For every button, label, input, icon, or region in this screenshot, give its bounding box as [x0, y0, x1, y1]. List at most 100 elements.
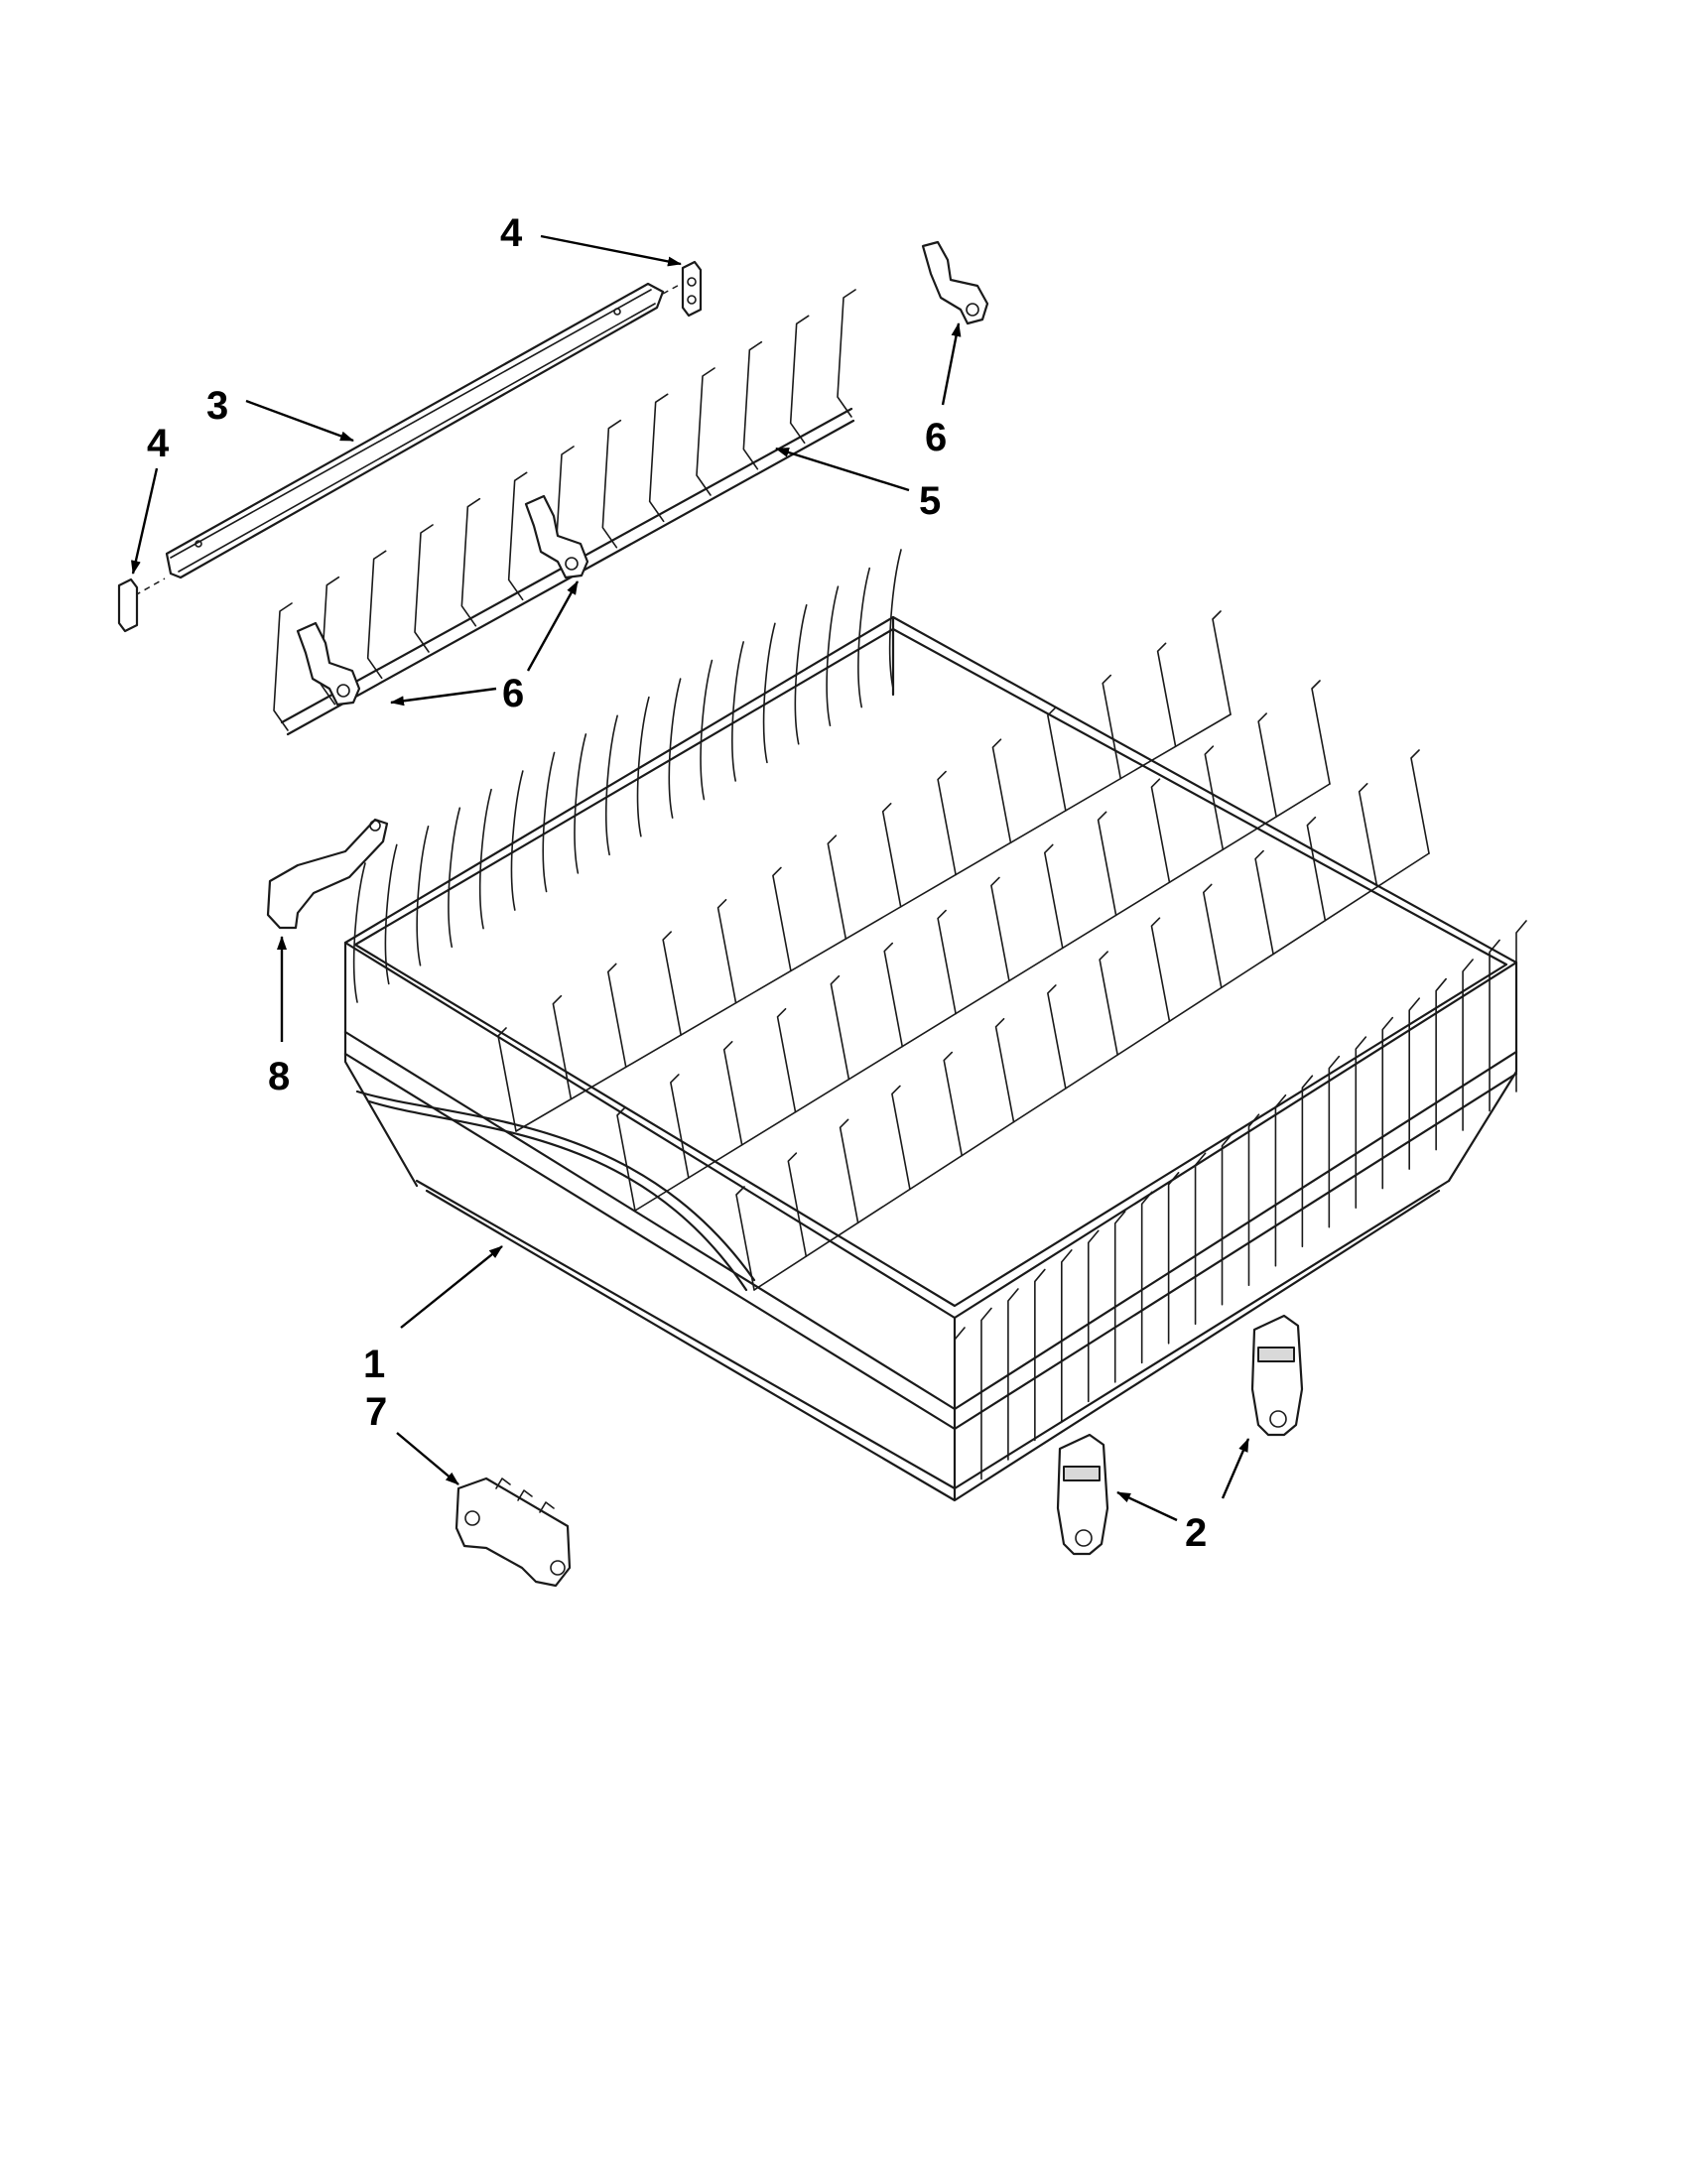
callout-leaders	[130, 234, 1250, 1522]
rack-tine	[448, 807, 461, 949]
rack-tine	[776, 1007, 797, 1113]
tine	[320, 576, 340, 706]
leader-6-low	[390, 687, 497, 707]
rack-tine	[497, 1027, 517, 1132]
rack-tine	[731, 641, 744, 782]
rack-tine	[616, 1106, 636, 1212]
tine-hinge-clip-middle	[524, 494, 589, 579]
callout-numbers: 4 3 4 6 5 6 8 1 7 2	[147, 211, 1207, 1555]
rack-adjuster-bracket	[454, 1477, 572, 1588]
rack-tine	[888, 549, 902, 690]
rack-tine	[1410, 749, 1430, 854]
rack-tine	[1306, 816, 1327, 922]
rack-tine	[881, 803, 902, 908]
rack-tine	[1140, 1191, 1153, 1364]
rack-tine	[787, 1152, 808, 1257]
tine-support-rail	[134, 281, 686, 596]
rack-tine	[830, 974, 850, 1081]
rack-tine	[857, 567, 871, 708]
rack-tine	[943, 1051, 964, 1157]
rack-tine	[1221, 1132, 1234, 1306]
rack-tine	[1204, 745, 1225, 850]
rail-end-cap-left	[117, 578, 139, 633]
rack-tine	[606, 963, 627, 1069]
tine	[789, 315, 810, 445]
rack-tine	[574, 733, 587, 874]
callout-6-top: 6	[925, 416, 947, 459]
rack-tine	[700, 659, 714, 801]
callout-3: 3	[206, 384, 228, 428]
rack-tine	[1301, 1075, 1314, 1247]
rack-tine	[478, 788, 492, 930]
callout-4-left: 4	[147, 422, 170, 465]
rack-tine	[1202, 883, 1223, 989]
rack-tine	[1515, 920, 1527, 1092]
rack-tine	[352, 862, 366, 1003]
rack-tine	[1113, 1211, 1126, 1383]
rack-tine	[716, 898, 737, 1004]
leader-1	[400, 1245, 503, 1329]
leader-4-top	[540, 234, 682, 267]
tine-hinge-clip-lower	[296, 621, 361, 707]
rack-tine	[1150, 917, 1171, 1023]
rack-tine	[1408, 997, 1420, 1170]
rack-tine	[1156, 642, 1177, 748]
rack-tine	[542, 751, 556, 893]
rack-tine	[772, 866, 792, 972]
rack-tine	[1311, 680, 1331, 785]
side-latch-lever	[266, 818, 389, 930]
rack-tines-center	[497, 610, 1430, 1291]
rack-tine	[1087, 1229, 1100, 1403]
tine	[273, 602, 293, 731]
callout-4-top: 4	[500, 211, 523, 255]
rack-tine	[735, 1186, 755, 1291]
rack-tine	[1047, 984, 1067, 1090]
rack-tine	[762, 622, 776, 764]
rack-tine	[990, 876, 1010, 982]
rack-tine	[1150, 778, 1171, 884]
tine-hinge-clip-upper	[921, 240, 989, 325]
tine	[648, 393, 669, 523]
leader-2-left	[1116, 1490, 1178, 1522]
rack-tine	[662, 931, 682, 1036]
tine	[366, 550, 387, 680]
rack-tine	[1358, 783, 1378, 888]
rack-tine	[1102, 674, 1122, 780]
rack-tine	[1489, 939, 1500, 1112]
leader-5	[775, 447, 910, 492]
rack-tine	[1274, 1093, 1287, 1267]
rack-tine	[794, 603, 808, 745]
rack-tine	[510, 770, 524, 911]
rack-tine	[668, 678, 682, 819]
rack-tine	[937, 909, 957, 1015]
rack-tine	[605, 714, 618, 856]
callout-8: 8	[268, 1055, 290, 1098]
rack-tine	[670, 1074, 690, 1179]
rack-tine	[416, 826, 430, 966]
rack-tine	[636, 696, 650, 837]
callout-6-low: 6	[502, 672, 524, 715]
rack-tine	[954, 1327, 966, 1499]
callout-2: 2	[1185, 1511, 1207, 1555]
rack-tine	[1047, 707, 1067, 812]
rack-tine	[883, 942, 904, 1048]
rack-tines-left	[352, 549, 902, 1003]
rack-tine	[1328, 1055, 1341, 1228]
rack-tine	[1212, 610, 1232, 715]
leader-2-right	[1221, 1438, 1250, 1499]
leader-6-mid	[526, 580, 580, 672]
rack-tine	[1194, 1152, 1207, 1326]
tine	[460, 497, 481, 627]
rack-tine	[937, 770, 957, 876]
rack-tine	[991, 738, 1012, 844]
rack-tine	[1355, 1036, 1367, 1209]
rack-tine	[1435, 977, 1447, 1151]
tine	[507, 471, 528, 601]
rack-tine	[994, 1017, 1015, 1123]
rack-roller-clip-left	[1056, 1433, 1109, 1556]
rack-tine	[839, 1118, 859, 1224]
rack-tine	[1099, 951, 1118, 1056]
rack-tine	[1381, 1016, 1394, 1190]
tine	[414, 524, 434, 653]
